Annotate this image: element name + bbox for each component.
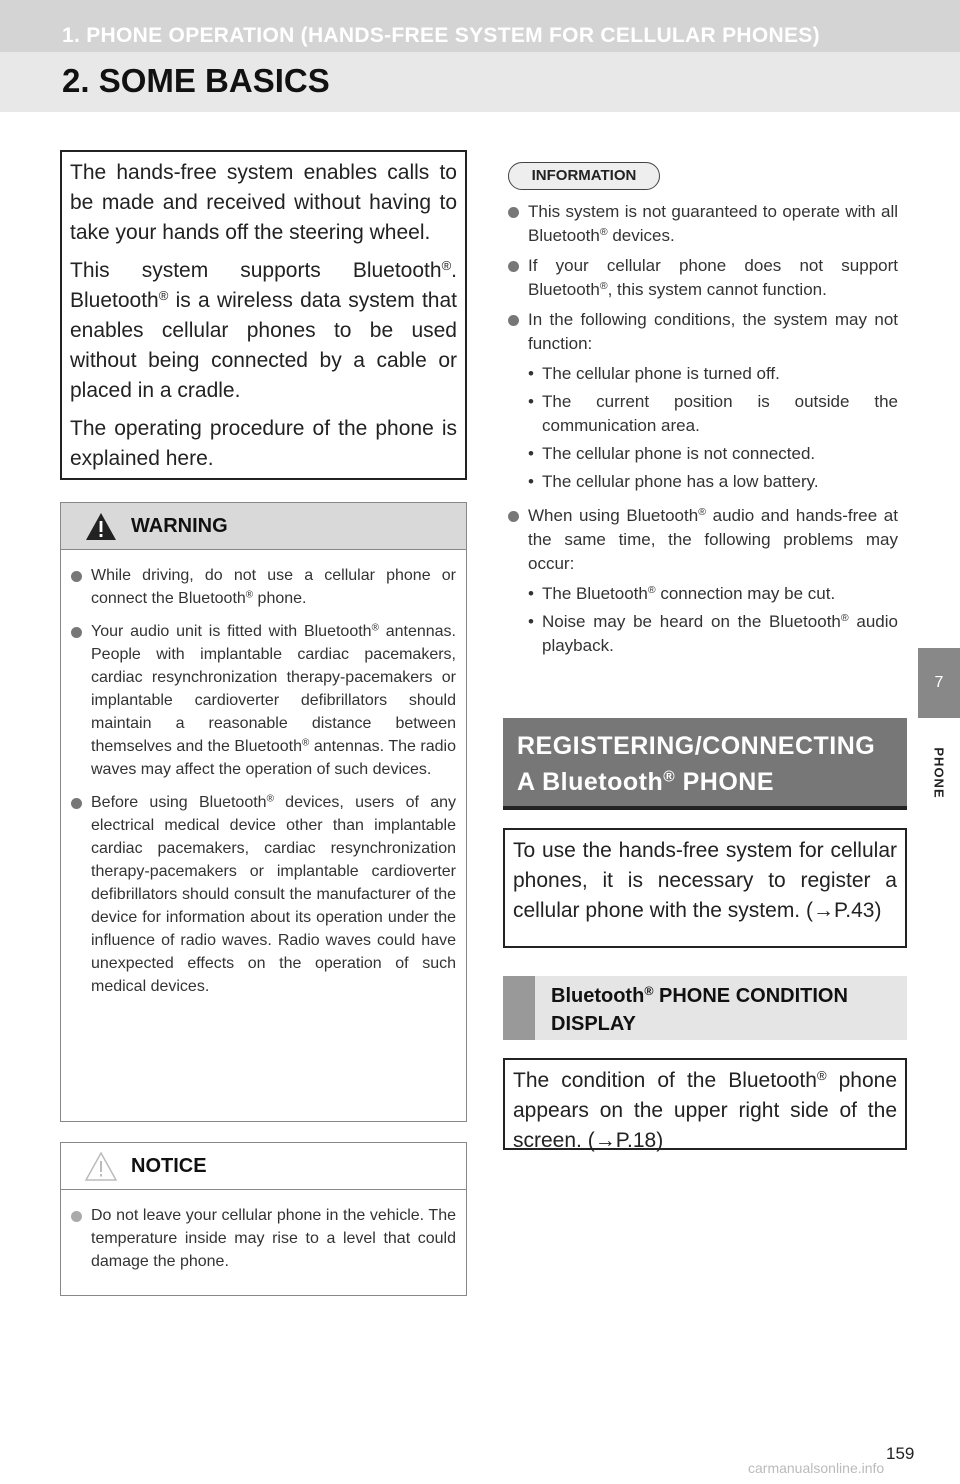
bullet-icon: [508, 207, 519, 218]
header-top-bar: [0, 0, 960, 52]
bullet-icon: [508, 315, 519, 326]
page-reference-link[interactable]: P.18: [615, 1129, 657, 1152]
information-item: If your cellular phone does not support …: [508, 254, 898, 302]
condition-box: The condition of the Bluetooth® phone ap…: [503, 1058, 907, 1152]
problem-subitem: •The Bluetooth® connection may be cut.: [528, 584, 836, 603]
condition-subitem: •The cellular phone is turned off.: [528, 364, 780, 383]
bullet-icon: [71, 798, 82, 809]
bullet-icon: [71, 1211, 82, 1222]
warning-item: While driving, do not use a cellular pho…: [71, 564, 456, 610]
bullet-icon: [508, 261, 519, 272]
condition-subitem: •The cellular phone is not connected.: [528, 444, 816, 463]
watermark: carmanualsonline.info: [748, 1460, 885, 1476]
caution-outline-icon: [85, 1151, 117, 1181]
information-body: This system is not guaranteed to operate…: [508, 200, 898, 662]
bullet-icon: [508, 511, 519, 522]
warning-item: Before using Bluetooth® devices, users o…: [71, 791, 456, 998]
information-item: When using Bluetooth® audio and hands-fr…: [508, 504, 898, 576]
arrow-icon: →: [812, 899, 834, 922]
condition-subitem: •The current position is outside the com…: [528, 392, 898, 435]
notice-body: Do not leave your cellular phone in the …: [61, 1190, 466, 1291]
warning-icon: [86, 513, 116, 540]
heading-accent-bar: [503, 976, 535, 1040]
section-title: 1. PHONE OPERATION (HANDS-FREE SYSTEM FO…: [62, 24, 820, 47]
condition-heading: Bluetooth® PHONE CONDITION DISPLAY: [503, 976, 907, 1040]
information-tag: INFORMATION: [508, 162, 660, 190]
intro-paragraph-2: This system supports Bluetooth®. Bluetoo…: [70, 257, 457, 402]
arrow-icon: →: [594, 1129, 616, 1152]
bullet-icon: [71, 627, 82, 638]
notice-box: NOTICE Do not leave your cellular phone …: [60, 1142, 467, 1296]
chapter-tab-text: PHONE: [931, 747, 947, 799]
warning-item: Your audio unit is fitted with Bluetooth…: [71, 620, 456, 781]
chapter-tab-label: PHONE: [918, 718, 960, 828]
information-item: This system is not guaranteed to operate…: [508, 200, 898, 248]
warning-title: WARNING: [131, 515, 228, 537]
problem-subitem: •Noise may be heard on the Bluetooth® au…: [528, 612, 898, 655]
chapter-tab-number[interactable]: 7: [918, 648, 960, 718]
condition-subitem: •The cellular phone has a low battery.: [528, 472, 819, 491]
intro-paragraph-3: The operating procedure of the phone is …: [70, 417, 457, 470]
registering-heading: REGISTERING/CONNECTING A Bluetooth® PHON…: [503, 718, 907, 810]
page-reference-link[interactable]: P.43: [833, 899, 875, 922]
warning-header: WARNING: [61, 503, 466, 550]
page-heading: 2. SOME BASICS: [62, 62, 330, 99]
notice-item: Do not leave your cellular phone in the …: [71, 1204, 456, 1273]
warning-body: While driving, do not use a cellular pho…: [61, 550, 466, 1016]
warning-box: WARNING While driving, do not use a cell…: [60, 502, 467, 1122]
bullet-icon: [71, 571, 82, 582]
information-item: In the following conditions, the system …: [508, 308, 898, 356]
notice-header: NOTICE: [61, 1143, 466, 1190]
intro-box: The hands-free system enables calls to b…: [60, 150, 467, 480]
intro-paragraph-1: The hands-free system enables calls to b…: [70, 161, 457, 244]
page-number: 159: [886, 1444, 915, 1463]
notice-title: NOTICE: [131, 1155, 207, 1177]
registering-box: To use the hands-free system for cellula…: [503, 828, 907, 948]
